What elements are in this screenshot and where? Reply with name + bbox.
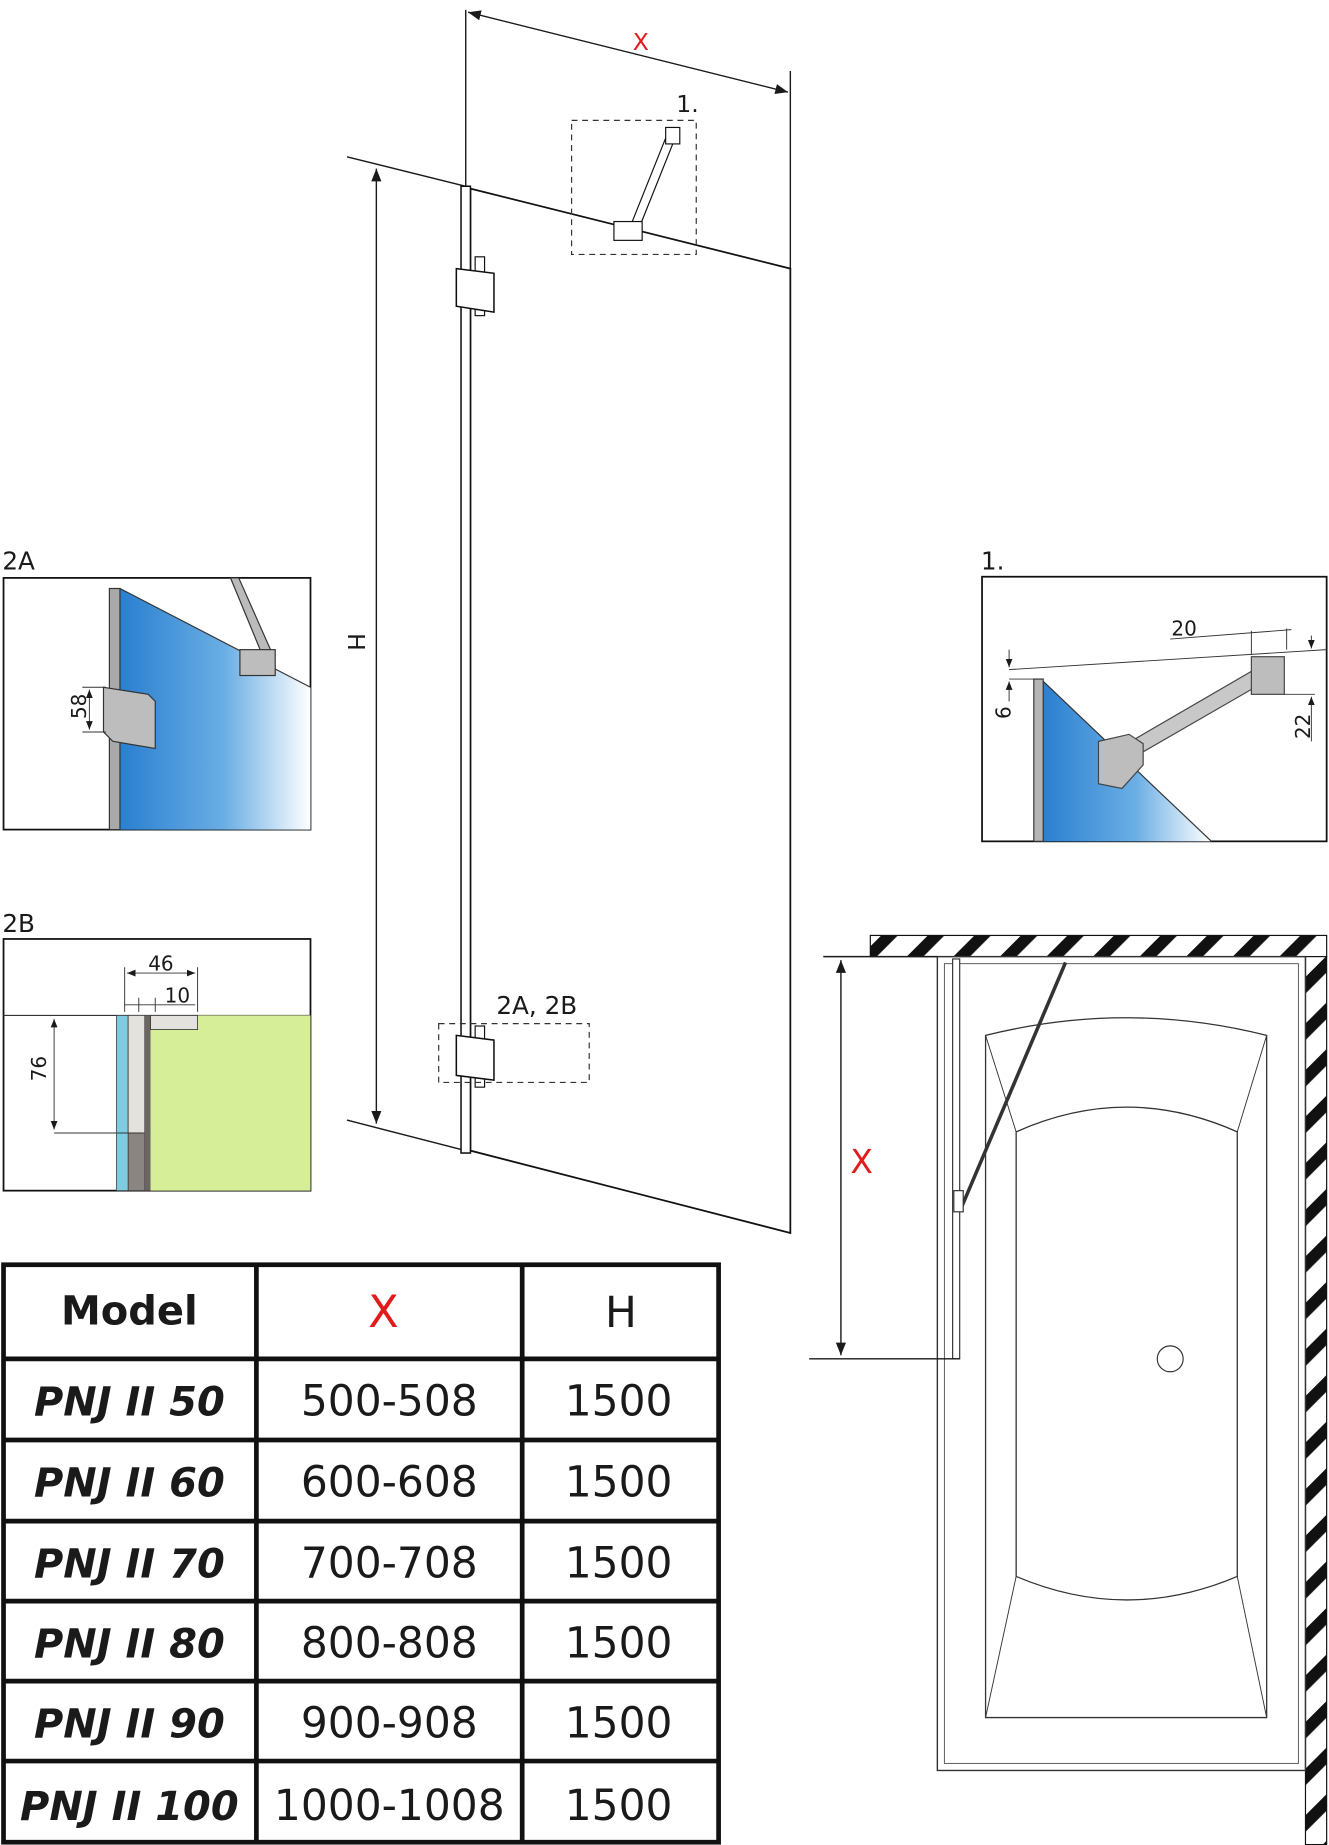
glass-panel-plan: [952, 958, 961, 1360]
cell-h: 1500: [565, 1781, 673, 1830]
table-row: PNJ II 50 500-508 1500: [34, 1376, 673, 1425]
glass-panel: [469, 187, 792, 1235]
cell-model: PNJ II 100: [20, 1784, 239, 1830]
plan-width-label: X: [850, 1142, 873, 1181]
dim-58: 58: [67, 694, 91, 719]
hinge: [102, 686, 156, 750]
dim-6: 6: [991, 706, 1015, 719]
dim-46: 46: [148, 952, 173, 976]
main-elevation: X H 1. 2A, 2B: [342, 9, 792, 1235]
detail-1-title: 1.: [981, 547, 1005, 576]
cell-model: PNJ II 50: [34, 1379, 225, 1425]
dim-10: 10: [165, 983, 190, 1007]
table-row: PNJ II 70 700-708 1500: [34, 1539, 673, 1588]
width-dimension-line: [467, 10, 789, 95]
bathtub-basin: [1015, 1106, 1238, 1601]
cell-h: 1500: [565, 1457, 673, 1506]
cell-model: PNJ II 70: [34, 1542, 225, 1588]
detail-2a-title: 2A: [2, 547, 35, 576]
cell-x: 600-608: [301, 1457, 478, 1506]
stabilizer-bar: [629, 131, 679, 227]
cell-model: PNJ II 60: [34, 1460, 225, 1506]
wall-right-hatch: [1304, 956, 1328, 1845]
cell-h: 1500: [565, 1376, 673, 1425]
cell-model: PNJ II 90: [34, 1702, 225, 1748]
cell-x: 700-708: [301, 1539, 478, 1588]
cell-h: 1500: [565, 1619, 673, 1668]
cell-h: 1500: [565, 1539, 673, 1588]
width-label: X: [633, 28, 649, 56]
cell-x: 500-508: [301, 1376, 478, 1425]
cell-x: 1000-1008: [274, 1781, 505, 1830]
table-row: PNJ II 90 900-908 1500: [34, 1699, 673, 1748]
hinge-bottom: [455, 1034, 495, 1081]
wall-profile: [460, 185, 472, 1154]
dim-76: 76: [27, 1056, 51, 1081]
wall-top-hatch: [869, 934, 1328, 958]
detail-1-callout: [570, 119, 697, 256]
header-h: H: [605, 1288, 637, 1337]
detail-2a: 2A 58: [2, 547, 312, 831]
height-label: H: [342, 633, 370, 651]
hinge-top: [455, 267, 495, 313]
table-row: PNJ II 80 800-808 1500: [34, 1619, 673, 1668]
table-row: PNJ II 60 600-608 1500: [34, 1457, 673, 1506]
plan-view: X: [809, 934, 1328, 1845]
cell-x: 900-908: [301, 1699, 478, 1748]
detail-2b: 2B 46 10 76: [2, 909, 312, 1192]
cell-h: 1500: [565, 1699, 673, 1748]
bathtub-rim: [984, 1017, 1268, 1719]
header-model: Model: [61, 1289, 198, 1335]
table-row: PNJ II 100 1000-1008 1500: [20, 1781, 672, 1830]
detail-2-ref: 2A, 2B: [496, 991, 577, 1020]
dim-20: 20: [1171, 617, 1196, 641]
dim-22: 22: [1291, 714, 1315, 739]
cell-model: PNJ II 80: [34, 1622, 225, 1668]
detail-2b-title: 2B: [2, 909, 35, 938]
detail-1: 1. 6 20 22: [981, 547, 1328, 843]
cell-x: 800-808: [301, 1619, 478, 1668]
bathtub-outline: [936, 955, 1307, 1772]
detail-1-ref: 1.: [676, 90, 698, 118]
drain-icon: [1156, 1345, 1184, 1373]
header-x: X: [368, 1286, 399, 1338]
